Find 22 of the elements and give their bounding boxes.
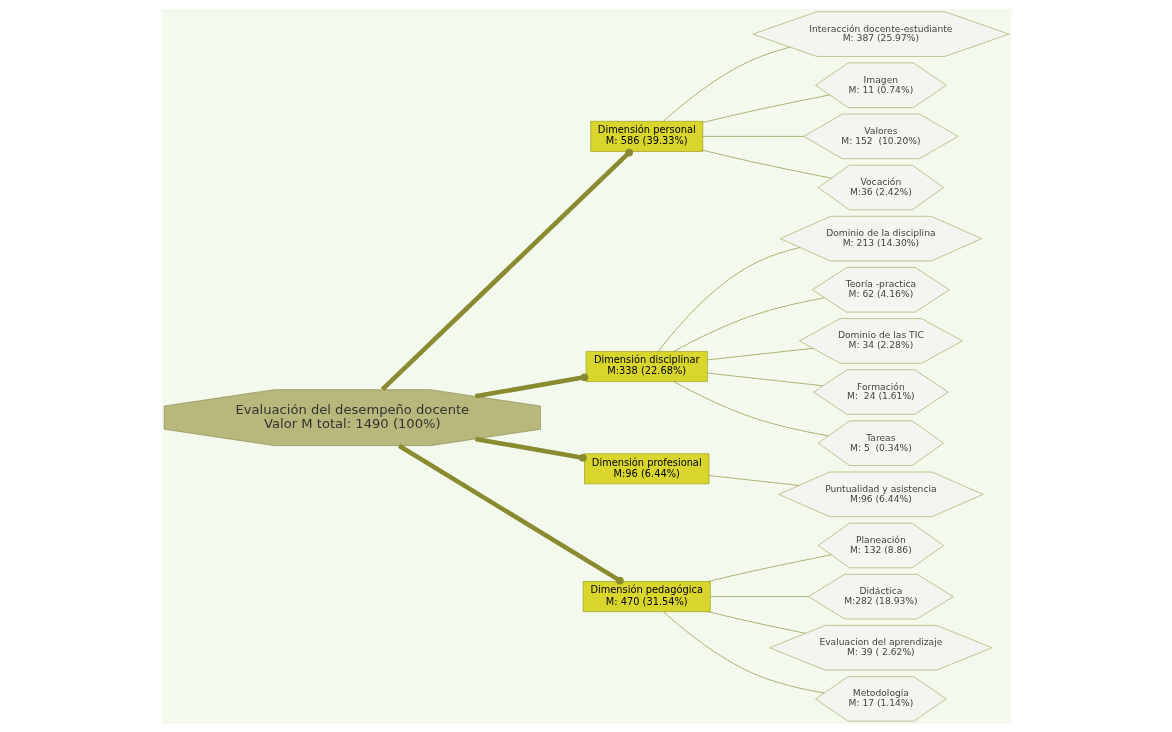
connector <box>707 554 831 582</box>
node-box: Dimensión personal M: 586 (39.33%) <box>589 120 703 152</box>
node-box: Dimensión pedagógica M: 470 (31.54%) <box>582 580 711 612</box>
connector <box>706 347 813 360</box>
connector <box>702 149 831 178</box>
connector <box>662 611 824 693</box>
connector <box>706 372 823 386</box>
connector <box>397 443 624 584</box>
connector <box>709 595 809 597</box>
connector <box>708 474 799 486</box>
node-box: Dimensión disciplinar M:338 (22.68%) <box>585 350 708 382</box>
connector <box>662 46 790 121</box>
connector <box>702 94 830 123</box>
connector <box>380 148 633 391</box>
connector <box>673 297 825 352</box>
connector <box>474 372 588 399</box>
connector <box>702 135 804 137</box>
connector <box>657 246 800 352</box>
connector <box>474 436 587 462</box>
connector <box>673 380 829 436</box>
node-box: Dimensión profesional M:96 (6.44%) <box>583 452 709 484</box>
connector <box>707 610 806 634</box>
